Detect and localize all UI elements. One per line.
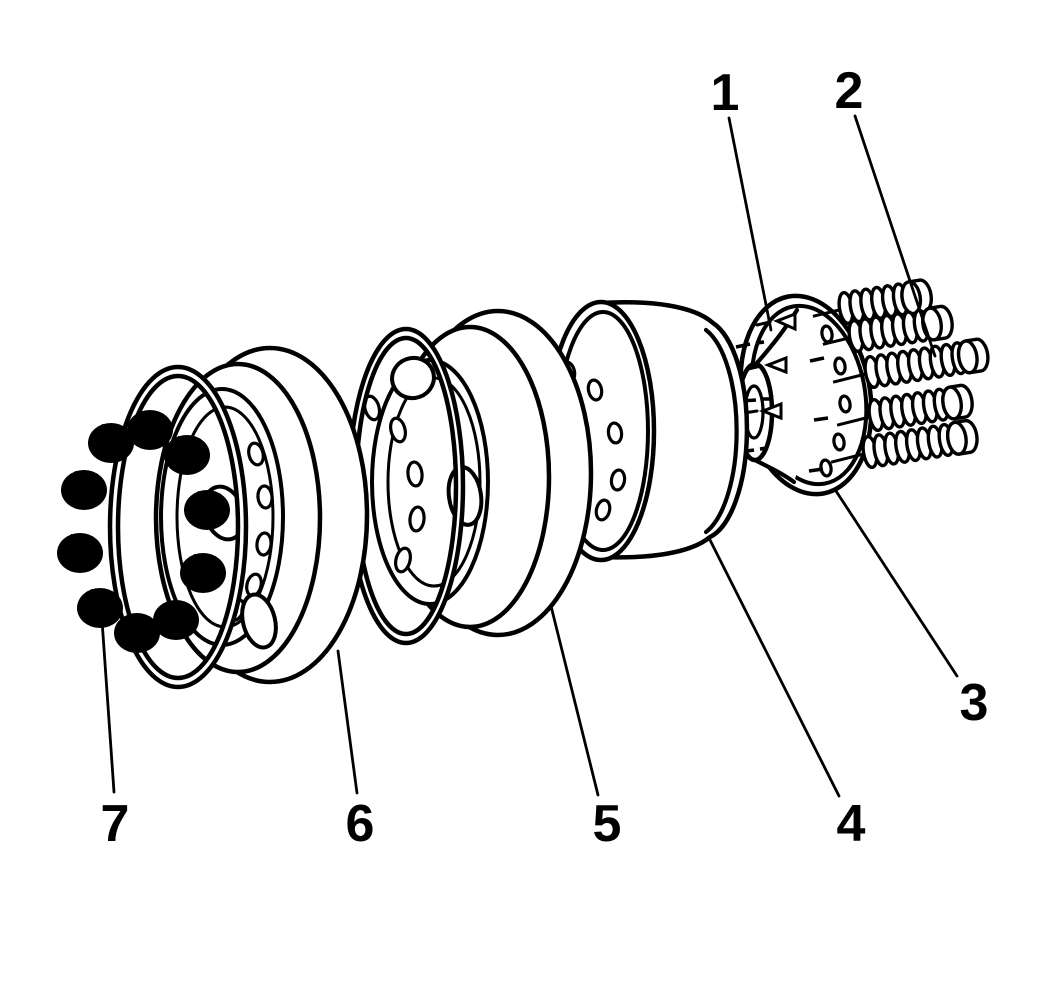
wheel-studs — [812, 277, 992, 471]
stud-tip-pins — [742, 311, 797, 421]
wheel-stud — [830, 417, 981, 471]
wheel-stud — [832, 336, 992, 391]
brake-drum — [545, 299, 750, 563]
callout-5: 5 — [549, 604, 622, 853]
callout-2: 2 — [835, 62, 937, 358]
callout-label-2: 2 — [835, 62, 864, 120]
callout-label-4: 4 — [837, 795, 866, 853]
callout-label-7: 7 — [101, 795, 130, 853]
inner-wheel — [346, 308, 594, 646]
callout-label-3: 3 — [960, 674, 989, 732]
leader-line-7 — [99, 604, 116, 794]
callout-label-6: 6 — [346, 795, 375, 853]
leader-line-2 — [853, 114, 937, 358]
leader-line-6 — [336, 649, 359, 795]
callout-label-5: 5 — [593, 795, 622, 853]
callout-6: 6 — [336, 649, 375, 853]
leader-line-3 — [834, 489, 959, 678]
leader-line-4 — [708, 538, 841, 798]
wheel-stud — [822, 303, 957, 355]
callout-4: 4 — [708, 538, 866, 853]
wheel-stud — [812, 277, 936, 327]
leader-line-5 — [549, 604, 600, 797]
callout-label-1: 1 — [711, 64, 740, 122]
callouts: 1 2 3 4 5 6 7 — [99, 62, 989, 853]
callout-7: 7 — [99, 604, 130, 853]
hub — [735, 307, 829, 485]
callout-1: 1 — [711, 64, 773, 332]
wheel-stud — [836, 382, 977, 434]
callout-3: 3 — [834, 489, 989, 732]
leader-line-1 — [727, 116, 773, 332]
